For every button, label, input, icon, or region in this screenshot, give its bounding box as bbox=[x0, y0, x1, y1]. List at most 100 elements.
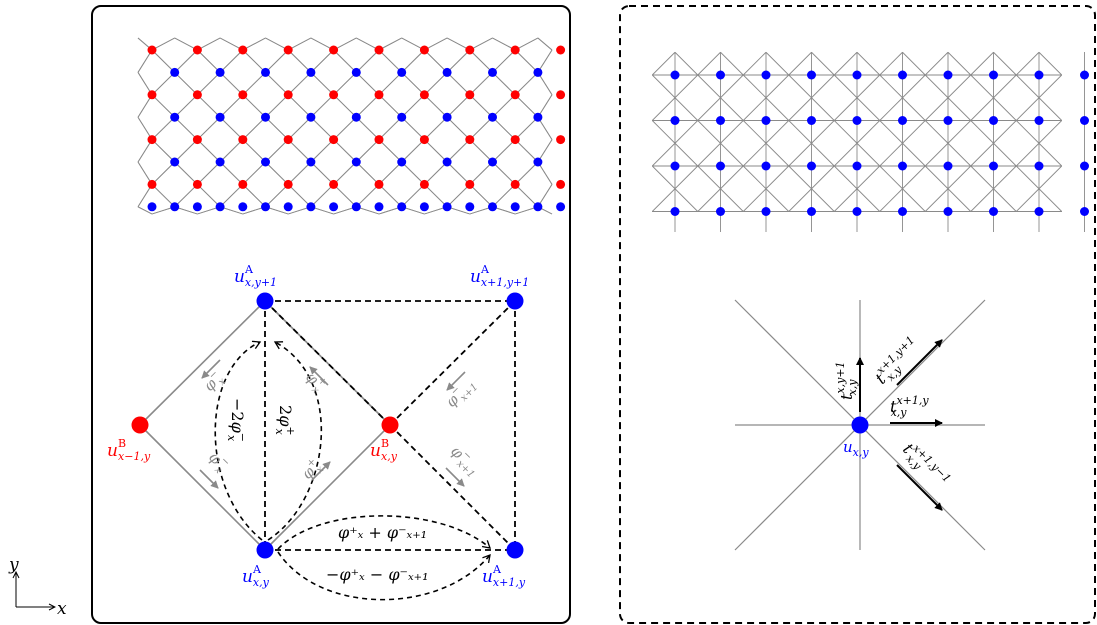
lattice-site-a bbox=[419, 202, 429, 212]
lattice-site-a bbox=[442, 112, 452, 122]
lattice-site bbox=[807, 207, 816, 216]
lattice-site-b bbox=[556, 135, 566, 145]
lattice-site bbox=[1034, 161, 1044, 171]
lattice-site bbox=[1080, 70, 1089, 80]
label-sum-upper: φ⁺ₓ + φ⁻ₓ₊₁ bbox=[338, 523, 427, 542]
lattice-site bbox=[761, 70, 771, 80]
lattice-site bbox=[989, 70, 998, 80]
lattice-site-b bbox=[419, 45, 429, 55]
lattice-site-a bbox=[306, 202, 316, 212]
lattice-site-b bbox=[419, 179, 429, 189]
lattice-site-a bbox=[215, 202, 225, 212]
lattice-site-a bbox=[465, 202, 475, 212]
lattice-site bbox=[761, 207, 771, 216]
lattice-site bbox=[716, 70, 725, 80]
label-hop-diag-up: tx+1,y+1x,y bbox=[869, 334, 925, 390]
lattice-site-b bbox=[329, 179, 339, 189]
lattice-site-b bbox=[419, 135, 429, 145]
lattice-site-a bbox=[488, 112, 497, 122]
label-sum-lower: −φ⁺ₓ − φ⁻ₓ₊₁ bbox=[326, 565, 429, 584]
lattice-site-b bbox=[510, 135, 520, 145]
lattice-site-b bbox=[510, 90, 520, 100]
node-a-x-y1 bbox=[256, 292, 274, 310]
lattice-site-b bbox=[238, 135, 248, 145]
right-panel-frame bbox=[619, 5, 1096, 624]
lattice-site-a bbox=[397, 202, 407, 212]
lattice-site-a bbox=[488, 202, 497, 212]
lattice-site bbox=[898, 161, 907, 171]
lattice-site bbox=[716, 116, 725, 125]
lattice-site bbox=[807, 161, 816, 171]
lattice-site-b bbox=[556, 45, 566, 55]
lattice-site-a bbox=[215, 67, 225, 77]
label-phi-plus-x-upper: φ+x bbox=[300, 367, 329, 396]
lattice-site-b bbox=[147, 179, 157, 189]
lattice-site bbox=[943, 70, 953, 80]
lattice-site-a bbox=[170, 202, 180, 212]
label-hop-diag-down: tx+1,y−1x,y bbox=[897, 437, 953, 493]
lattice-site-b bbox=[374, 45, 384, 55]
lattice-site bbox=[670, 161, 680, 171]
label-phi-minus-x-lower: φ−x bbox=[203, 447, 232, 476]
lattice-site-b bbox=[329, 135, 339, 145]
lattice-site-a bbox=[556, 202, 566, 212]
axes-indicator: x y bbox=[8, 555, 67, 619]
lattice-site bbox=[1080, 161, 1089, 171]
lattice-site-b bbox=[329, 90, 339, 100]
lattice-site-b bbox=[238, 45, 248, 55]
lattice-site-a bbox=[283, 202, 293, 212]
lattice-site bbox=[670, 207, 680, 216]
lattice-site-b bbox=[556, 90, 566, 100]
lattice-site bbox=[852, 70, 862, 80]
x-axis-label: x bbox=[57, 599, 67, 619]
lattice-site-b bbox=[283, 179, 293, 189]
lattice-site-a bbox=[442, 67, 452, 77]
lattice-site-a bbox=[442, 202, 452, 212]
lattice-site-b bbox=[374, 135, 384, 145]
lattice-site-a bbox=[306, 157, 316, 167]
lattice-site-a bbox=[397, 112, 407, 122]
center-node bbox=[851, 416, 869, 434]
lattice-site-a bbox=[238, 202, 248, 212]
lattice-site-b bbox=[283, 45, 293, 55]
node-b-x-y bbox=[381, 416, 399, 434]
lattice-site-b bbox=[419, 90, 429, 100]
lattice-site-a bbox=[533, 157, 543, 167]
lattice-site bbox=[898, 70, 907, 80]
lattice-site-a bbox=[533, 67, 543, 77]
label-center-node: ux,y bbox=[843, 438, 869, 459]
lattice-site-a bbox=[397, 157, 407, 167]
lattice-site bbox=[716, 161, 725, 171]
label-phi-plus-x-lower: φ+x bbox=[297, 456, 326, 485]
lattice-site-b bbox=[465, 179, 475, 189]
lattice-site-a bbox=[192, 202, 202, 212]
lattice-site bbox=[1034, 207, 1044, 216]
lattice-site-a bbox=[397, 67, 407, 77]
lattice-site-a bbox=[351, 202, 361, 212]
lattice-site-a bbox=[442, 157, 452, 167]
lattice-site-b bbox=[329, 45, 339, 55]
lattice-site-a bbox=[170, 67, 180, 77]
lattice-site bbox=[716, 207, 725, 216]
label-phi-minus-x-upper: φ−x bbox=[199, 368, 228, 397]
label-phi-minus-x1-a: φ−x+1 bbox=[441, 374, 480, 413]
lattice-site-b bbox=[374, 179, 384, 189]
lattice-site-a bbox=[261, 67, 270, 77]
lattice-site-b bbox=[192, 90, 202, 100]
lattice-site-a bbox=[533, 112, 543, 122]
lattice-site-b bbox=[465, 135, 475, 145]
node-a-x1-y1 bbox=[506, 292, 524, 310]
lattice-site-a bbox=[510, 202, 520, 212]
lattice-site-a bbox=[329, 202, 339, 212]
lattice-site bbox=[807, 116, 816, 125]
lattice-site-b bbox=[465, 90, 475, 100]
lattice-site-a bbox=[147, 202, 157, 212]
lattice-site bbox=[807, 70, 816, 80]
lattice-site bbox=[943, 116, 953, 125]
lattice-site-b bbox=[147, 45, 157, 55]
left-panel-frame bbox=[91, 5, 571, 624]
